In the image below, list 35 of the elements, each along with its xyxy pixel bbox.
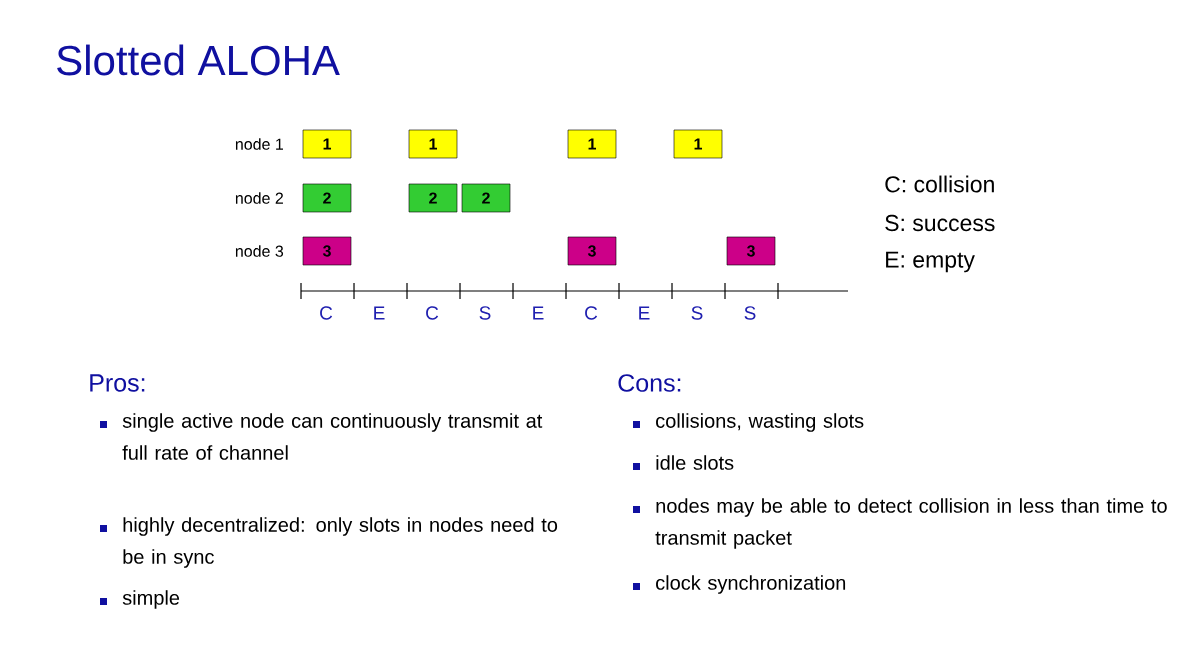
slot-letter: C [585, 306, 598, 320]
slot-letter: S [691, 306, 703, 320]
packet-box: 2 [461, 183, 511, 213]
slot-letter: S [744, 306, 756, 320]
packet-box: 2 [408, 183, 458, 213]
slot-letter: C [320, 306, 333, 320]
title: Slotted ALOHA [57, 44, 340, 76]
bullet-item: single active node can continuously transmit at full rate of channel [100, 413, 543, 460]
bullet-item: clock synchronization [633, 575, 846, 594]
packet-box: 3 [302, 236, 352, 266]
row-label: node 1 [235, 138, 283, 150]
packet-box: 1 [673, 129, 723, 159]
key-entry: S: success [885, 214, 995, 232]
list-heading: Pros: [90, 374, 145, 392]
bullet-item: highly decentralized: only slots in nodes need to be in sync [100, 517, 558, 568]
bullet-item: nodes may be able to detect collision in less than time to transmit packet [633, 498, 1167, 549]
bullet-item: idle slots [633, 455, 734, 470]
bullet-item: collisions, wasting slots [633, 413, 864, 432]
row-label: node 3 [235, 245, 284, 257]
packet-box: 1 [302, 129, 352, 159]
slot-letter: E [374, 306, 385, 320]
bullet-item: simple [100, 590, 180, 609]
slot-letter: E [533, 306, 544, 320]
list-heading: Cons: [618, 374, 681, 392]
packet-box: 3 [567, 236, 617, 266]
slot-letter: C [426, 306, 439, 320]
packet-box: 1 [408, 129, 458, 159]
packet-box: 3 [726, 236, 776, 266]
key-entry: E: empty [886, 251, 975, 273]
row-label: node 2 [235, 192, 283, 204]
key-entry: C: collision [885, 175, 994, 193]
packet-box: 2 [302, 183, 352, 213]
packet-box: 1 [567, 129, 617, 159]
slot-letter: E [639, 306, 650, 320]
slot-letter: S [479, 306, 491, 320]
